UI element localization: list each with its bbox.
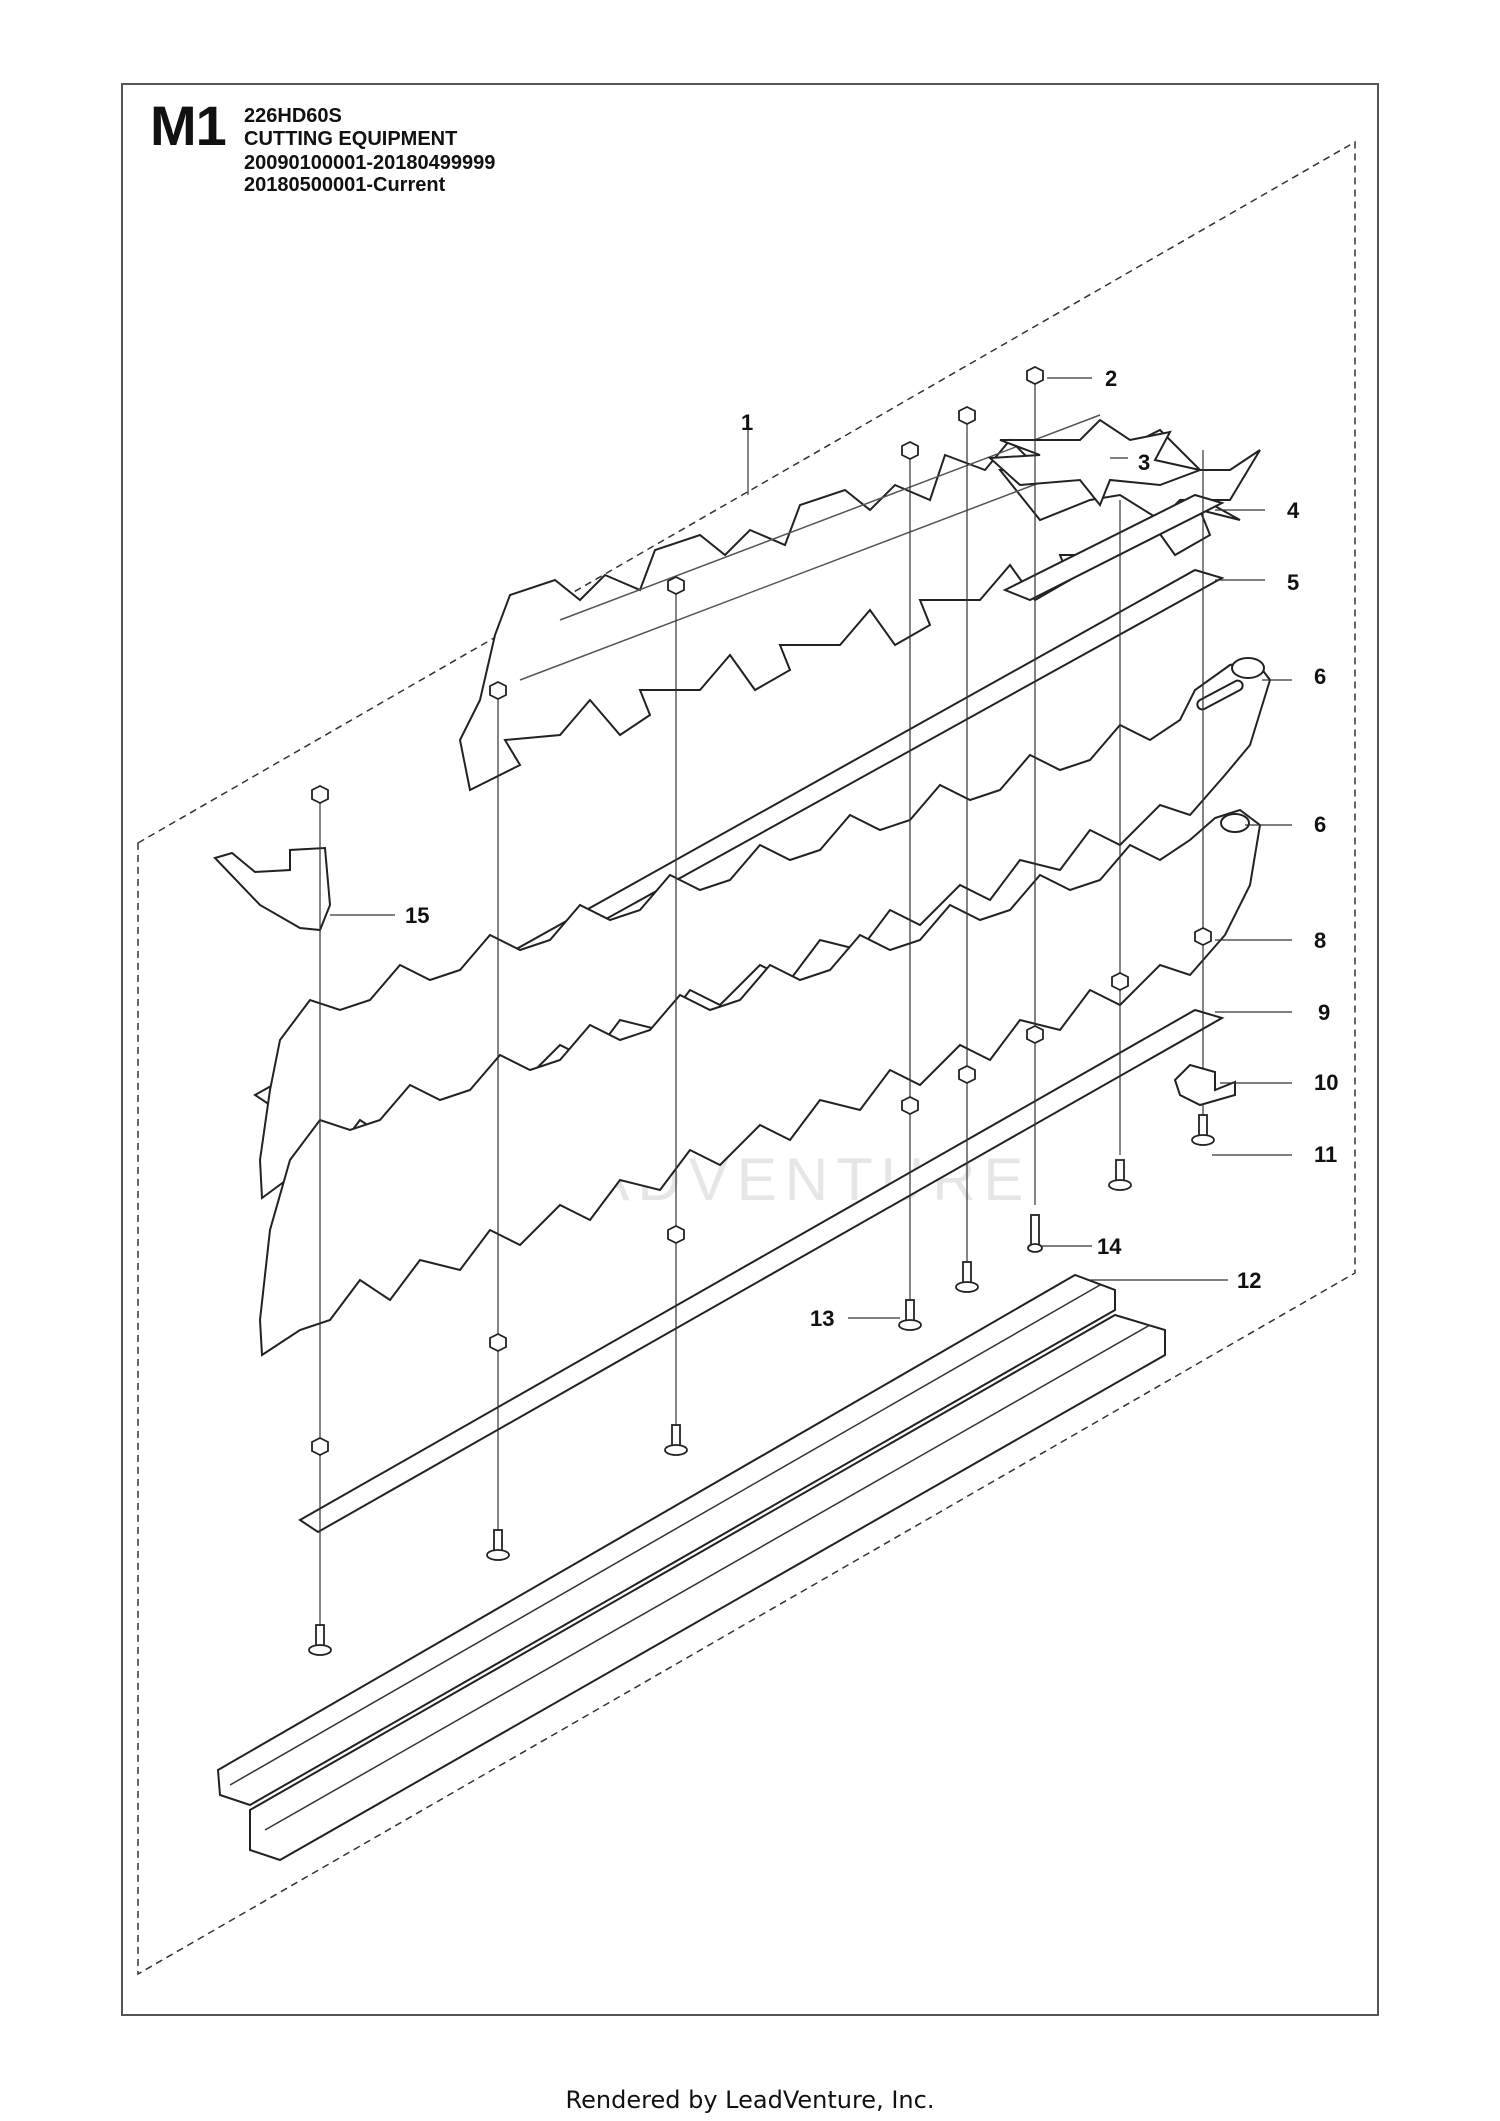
callout-3: 3 (1138, 450, 1150, 475)
callout-10: 10 (1314, 1070, 1338, 1095)
callout-5: 5 (1287, 570, 1299, 595)
assembly-dashed-outline (137, 140, 1356, 1976)
bar-part-9 (298, 1008, 1225, 1534)
callout-6-lower: 6 (1314, 812, 1326, 837)
callout-2: 2 (1105, 366, 1117, 391)
callout-9: 9 (1318, 1000, 1330, 1025)
diagram-frame (121, 83, 1379, 2016)
section-title: CUTTING EQUIPMENT (244, 128, 458, 150)
callout-6-upper: 6 (1314, 664, 1326, 689)
footer-credit: Rendered by LeadVenture, Inc. (565, 2086, 935, 2114)
tip-guard-part-15 (213, 846, 332, 932)
callout-4: 4 (1287, 498, 1300, 523)
screw-markers (308, 1114, 1215, 1656)
callout-12: 12 (1237, 1268, 1261, 1293)
callout-1: 1 (741, 410, 753, 435)
page-code: M1 (150, 94, 227, 157)
callout-14: 14 (1097, 1234, 1122, 1259)
bar-part-4 (1002, 493, 1225, 602)
nut-markers (311, 365, 1212, 1457)
leader-lines (330, 377, 1292, 1319)
callout-13: 13 (810, 1306, 834, 1331)
model-number: 226HD60S (244, 105, 342, 127)
blade-guard-part-12 (216, 1273, 1166, 1862)
callout-15: 15 (405, 903, 429, 928)
callout-11: 11 (1314, 1142, 1337, 1167)
spacer-plate (987, 418, 1204, 507)
serial-range-2: 20180500001-Current (244, 174, 446, 196)
serial-range-1: 20090100001-20180499999 (244, 152, 496, 174)
fastener-axes (319, 380, 1204, 1640)
bracket-part-10 (1173, 1063, 1236, 1107)
callout-8: 8 (1314, 928, 1326, 953)
